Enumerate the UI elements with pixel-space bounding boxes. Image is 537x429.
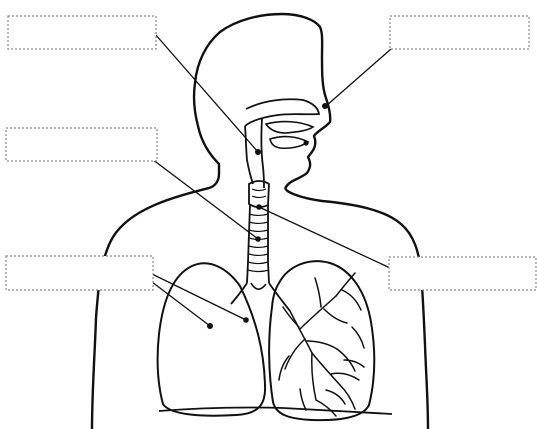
target-dot-mouth <box>303 140 308 145</box>
leader-lines <box>140 34 391 326</box>
leader-line-top-right <box>326 49 391 106</box>
oral-cavity <box>270 137 308 149</box>
target-dot-trachea <box>255 236 261 242</box>
target-dot-nose <box>322 103 328 109</box>
leader-line-top-left <box>155 34 258 152</box>
leader-line-mid-left <box>140 150 258 239</box>
body-outline <box>92 14 428 429</box>
label-box-mid-right[interactable] <box>389 257 536 290</box>
larynx-cartilage <box>252 189 266 198</box>
bronchial-tree <box>279 273 364 416</box>
trachea-rings <box>248 214 269 272</box>
right-lung <box>269 261 374 420</box>
diaphragm <box>159 407 392 414</box>
trachea-left <box>247 205 250 283</box>
leader-line-lower-left-a <box>152 274 246 320</box>
pharynx <box>245 126 253 184</box>
left-lung <box>158 263 266 415</box>
larynx <box>249 181 269 207</box>
palate <box>266 122 313 133</box>
target-dot-pharynx <box>255 149 261 155</box>
label-box-lower-left[interactable] <box>6 256 153 290</box>
carina <box>251 283 266 289</box>
leader-line-mid-right <box>259 207 388 267</box>
target-dot-lung <box>207 323 213 329</box>
label-box-top-left[interactable] <box>8 16 156 49</box>
label-box-mid-left[interactable] <box>6 128 157 161</box>
target-dot-bronchus <box>243 317 249 323</box>
label-boxes <box>6 16 536 290</box>
pharynx-back <box>261 119 264 188</box>
label-box-top-right[interactable] <box>390 16 529 49</box>
target-dot-larynx <box>256 204 262 210</box>
trachea-right <box>268 205 269 283</box>
